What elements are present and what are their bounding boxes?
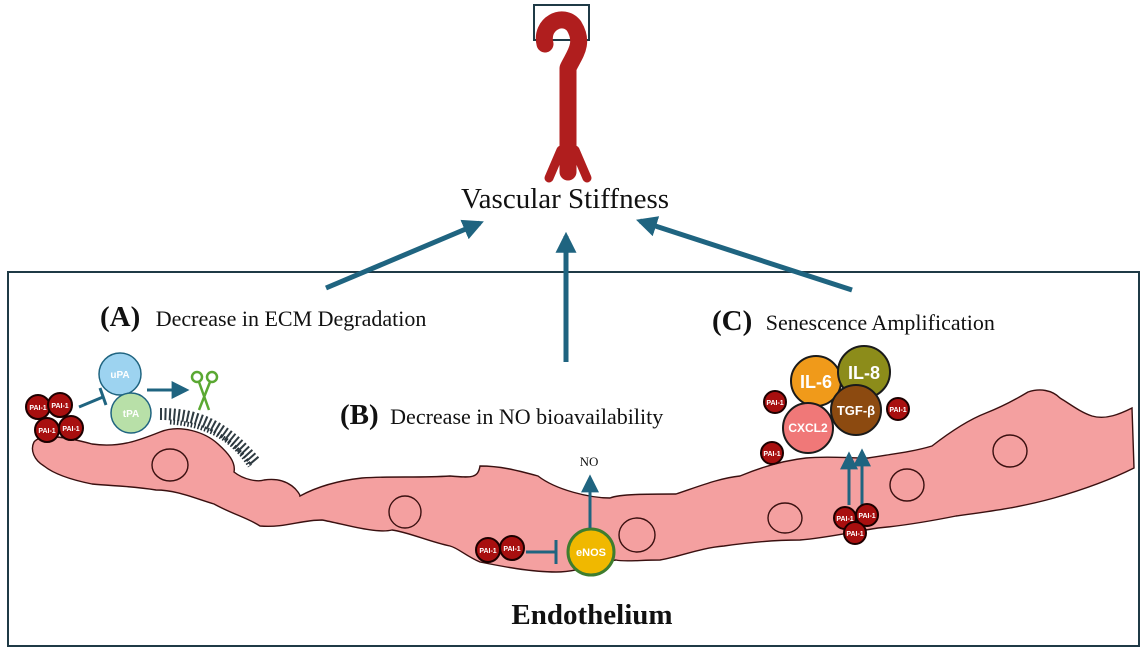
pai1-label: PAI-1 xyxy=(38,428,55,435)
arrow-c-to-stiffness xyxy=(636,216,853,293)
endothelium-frame xyxy=(7,271,1140,647)
pai1-label: PAI-1 xyxy=(763,451,780,458)
pai1-label: PAI-1 xyxy=(846,531,863,538)
panel-a-letter: (A) xyxy=(100,301,140,333)
panel-a-content: uPA tPA PAI-1 PAI-1 PAI-1 PAI-1 xyxy=(25,352,260,468)
pai1-label: PAI-1 xyxy=(503,546,520,553)
pai1-label: PAI-1 xyxy=(479,548,496,555)
pai1-label: PAI-1 xyxy=(766,400,783,407)
panel-b-label: (B) Decrease in NO bioavailability xyxy=(340,399,663,431)
pai1-cluster-a: PAI-1 PAI-1 PAI-1 PAI-1 xyxy=(25,392,84,443)
no-label: NO xyxy=(580,454,599,469)
endothelium-label: Endothelium xyxy=(511,599,672,631)
tgfb-label: TGF-β xyxy=(837,403,875,418)
panel-b-content: PAI-1 PAI-1 eNOS NO xyxy=(475,454,616,577)
title: Vascular Stiffness xyxy=(461,183,669,215)
panel-a-label: (A) Decrease in ECM Degradation xyxy=(100,301,426,333)
pai1-label: PAI-1 xyxy=(29,405,46,412)
pai1-label: PAI-1 xyxy=(51,403,68,410)
panel-c-content: IL-6 IL-8 TGF-β CXCL2 PAI-1 PAI-1 PAI-1 … xyxy=(760,345,910,545)
panel-c-label: (C) Senescence Amplification xyxy=(712,305,995,337)
panel-b-text: Decrease in NO bioavailability xyxy=(390,404,663,429)
tpa-label: tPA xyxy=(123,409,139,420)
arrow-a-to-stiffness xyxy=(325,219,484,291)
tpa-molecule xyxy=(110,392,152,434)
panel-c-text: Senescence Amplification xyxy=(766,310,995,335)
enos-label: eNOS xyxy=(576,547,606,559)
panel-a-text: Decrease in ECM Degradation xyxy=(156,306,427,331)
il6-label: IL-6 xyxy=(800,372,832,392)
cxcl2-molecule xyxy=(782,402,834,454)
pai1-cluster-c: PAI-1 PAI-1 PAI-1 xyxy=(833,503,879,545)
ecm-fiber-icon xyxy=(159,408,260,466)
cxcl2-label: CXCL2 xyxy=(788,421,828,435)
enos-molecule xyxy=(566,527,616,577)
pai1-label: PAI-1 xyxy=(62,426,79,433)
upa-molecule xyxy=(98,352,142,396)
pai1-label: PAI-1 xyxy=(836,516,853,523)
panel-c-letter: (C) xyxy=(712,305,752,337)
upa-label: uPA xyxy=(110,370,129,381)
inhibition-line-a xyxy=(78,395,104,409)
pai1-label: PAI-1 xyxy=(858,513,875,520)
cell-nuclei xyxy=(151,434,1028,553)
panel-b-letter: (B) xyxy=(340,399,379,431)
il8-label: IL-8 xyxy=(848,363,880,383)
tgfb-molecule xyxy=(830,384,882,436)
artery-highlight-box xyxy=(533,4,590,41)
pai1-cluster-b: PAI-1 PAI-1 xyxy=(475,535,525,563)
scissors-icon xyxy=(190,370,219,411)
pai1-label: PAI-1 xyxy=(889,407,906,414)
artery-icon xyxy=(533,4,592,183)
pai1-free-c: PAI-1 PAI-1 PAI-1 xyxy=(760,390,910,465)
